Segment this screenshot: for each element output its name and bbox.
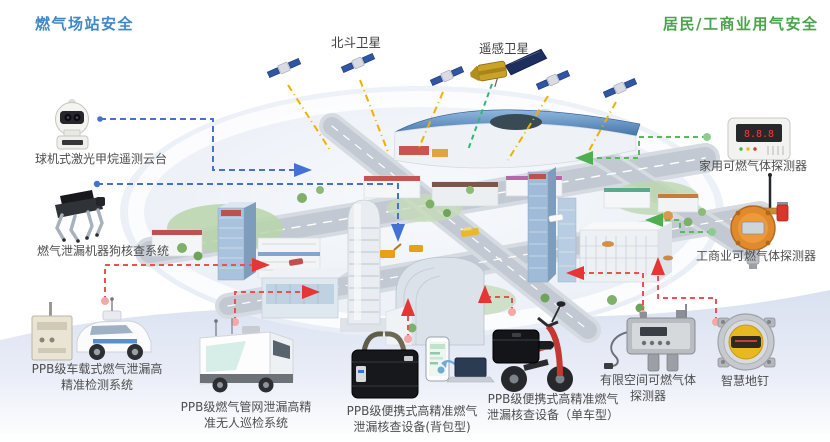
confined-space-detector-label: 有限空间可燃气体 探测器 bbox=[599, 373, 696, 403]
connector-backpack-to-city bbox=[401, 298, 415, 343]
beidou-satellite-icon bbox=[340, 52, 376, 74]
industrial-detector-label: 工商业可燃气体探测器 bbox=[695, 249, 816, 263]
confined-space-detector-image bbox=[604, 304, 696, 372]
connector-ptz-to-city bbox=[97, 116, 312, 177]
connector-industrial-detector-to-city bbox=[645, 213, 716, 236]
backpack-detector-image bbox=[351, 331, 419, 399]
remote-satellite-label: 遥感卫星 bbox=[479, 41, 530, 56]
detection-vehicle-label: PPB级车载式燃气泄漏高 精准检测系统 bbox=[31, 362, 163, 392]
robot-dog-image bbox=[55, 190, 105, 243]
connector-scooter-to-city bbox=[478, 285, 516, 316]
detection-vehicle-image bbox=[31, 297, 152, 361]
beidou-satellite-icon bbox=[535, 69, 571, 91]
remote-sensing-satellite-icon bbox=[470, 48, 548, 87]
svg-text:8.8.8: 8.8.8 bbox=[744, 129, 774, 140]
beidou-satellite-label: 北斗卫星 bbox=[331, 35, 382, 50]
smart-ground-nail-image bbox=[717, 313, 776, 371]
connector-vehicle-to-city bbox=[101, 258, 270, 305]
connector-van-to-city bbox=[231, 285, 320, 326]
connector-home-detector-to-city bbox=[575, 133, 711, 165]
scooter-detector-image bbox=[492, 301, 573, 392]
handheld-phone-image bbox=[425, 336, 450, 382]
backpack-detector-label: PPB级便携式高精准燃气 泄漏核查设备(背包型) bbox=[346, 404, 478, 434]
smart-nail-label: 智慧地钉 bbox=[720, 374, 769, 388]
beidou-satellite-icon bbox=[266, 57, 302, 79]
home-gas-detector-image: 8.8.8 bbox=[727, 117, 791, 161]
beidou-satellite-icon bbox=[602, 77, 638, 99]
industrial-gas-detector-image bbox=[730, 173, 789, 269]
connector-robot-dog-to-city bbox=[93, 180, 405, 242]
home-detector-label: 家用可燃气体探测器 bbox=[698, 159, 807, 173]
patrol-van-label: PPB级燃气管网泄漏高精 准无人巡检系统 bbox=[180, 400, 312, 430]
scooter-detector-label: PPB级便携式高精准燃气 泄漏核查设备（单车型） bbox=[486, 392, 619, 422]
beidou-satellite-icon bbox=[429, 65, 465, 87]
satellite-links bbox=[287, 79, 617, 161]
field-laptop-image bbox=[441, 357, 495, 383]
section-title-right: 居民/工商业用气安全 bbox=[663, 15, 819, 33]
ptz-camera-label: 球机式激光甲烷遥测云台 bbox=[34, 152, 167, 166]
ptz-camera-image bbox=[55, 99, 89, 150]
patrol-van-image bbox=[199, 318, 294, 393]
section-title-left: 燃气场站安全 bbox=[35, 15, 135, 33]
robot-dog-label: 燃气泄漏机器狗核查系统 bbox=[36, 244, 169, 258]
